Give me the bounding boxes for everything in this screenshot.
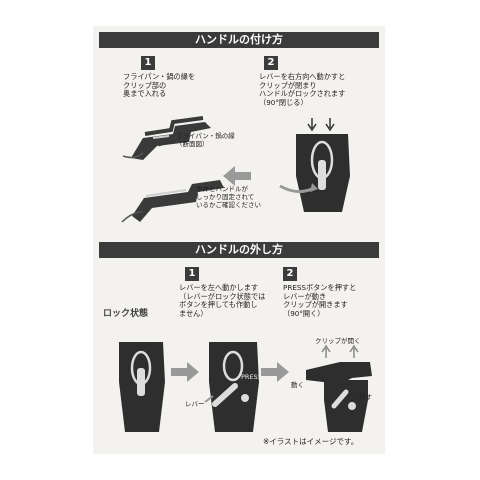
pan-edge-pointer xyxy=(158,137,184,147)
unlock-handle-illustration xyxy=(204,342,259,432)
detach-step1-number: 1 xyxy=(185,267,199,281)
clip-open-label: クリップが開く xyxy=(315,337,361,345)
back-arrow-icon xyxy=(223,166,251,186)
detach-title-bar: ハンドルの外し方 xyxy=(99,242,379,258)
open-handle-illustration xyxy=(306,344,372,432)
instruction-sheet: ハンドルの付け方 1 フライパン・鍋の縁を クリップ部の 奥まで入れる 2 レバ… xyxy=(93,26,385,454)
press-label-step1: PRESS xyxy=(241,373,262,381)
lock-state-label: ロック状態 xyxy=(103,309,149,319)
footnote: ※イラストはイメージです。 xyxy=(263,437,359,446)
detach-step2-text: PRESSボタンを押すと レバーが動き クリップが開きます （90°開く） xyxy=(283,283,357,318)
move-label: 動く xyxy=(291,381,304,389)
pan-edge-label: フライパン・鍋の縁 （断面図） xyxy=(176,132,235,148)
forward-arrow-icon-2 xyxy=(261,362,289,382)
detach-step1-text: レバーを左へ動かします （レバーがロック状態では ボタンを押しても作動し ません… xyxy=(179,283,266,318)
attach-step2-text: レバーを右方向へ動かすと クリップが閉まり ハンドルがロックされます （90°閉… xyxy=(259,72,346,107)
handle-lock-illustration xyxy=(279,118,350,212)
push-label: 押す xyxy=(359,393,372,401)
clip-locked-illustration xyxy=(121,180,224,223)
attach-check-text: 本体とハンドルが しっかり固定されて いるかご確認ください xyxy=(196,185,261,209)
clip-insert-illustration xyxy=(122,116,211,160)
attach-step2-number: 2 xyxy=(264,56,278,70)
locked-handle-illustration xyxy=(119,342,165,432)
attach-step1-text: フライパン・鍋の縁を クリップ部の 奥まで入れる xyxy=(123,72,196,99)
detach-step2-number: 2 xyxy=(283,267,297,281)
attach-step1-number: 1 xyxy=(141,56,155,70)
lever-label: レバー xyxy=(185,400,205,408)
forward-arrow-icon-1 xyxy=(171,362,199,382)
attach-title-bar: ハンドルの付け方 xyxy=(99,32,379,48)
